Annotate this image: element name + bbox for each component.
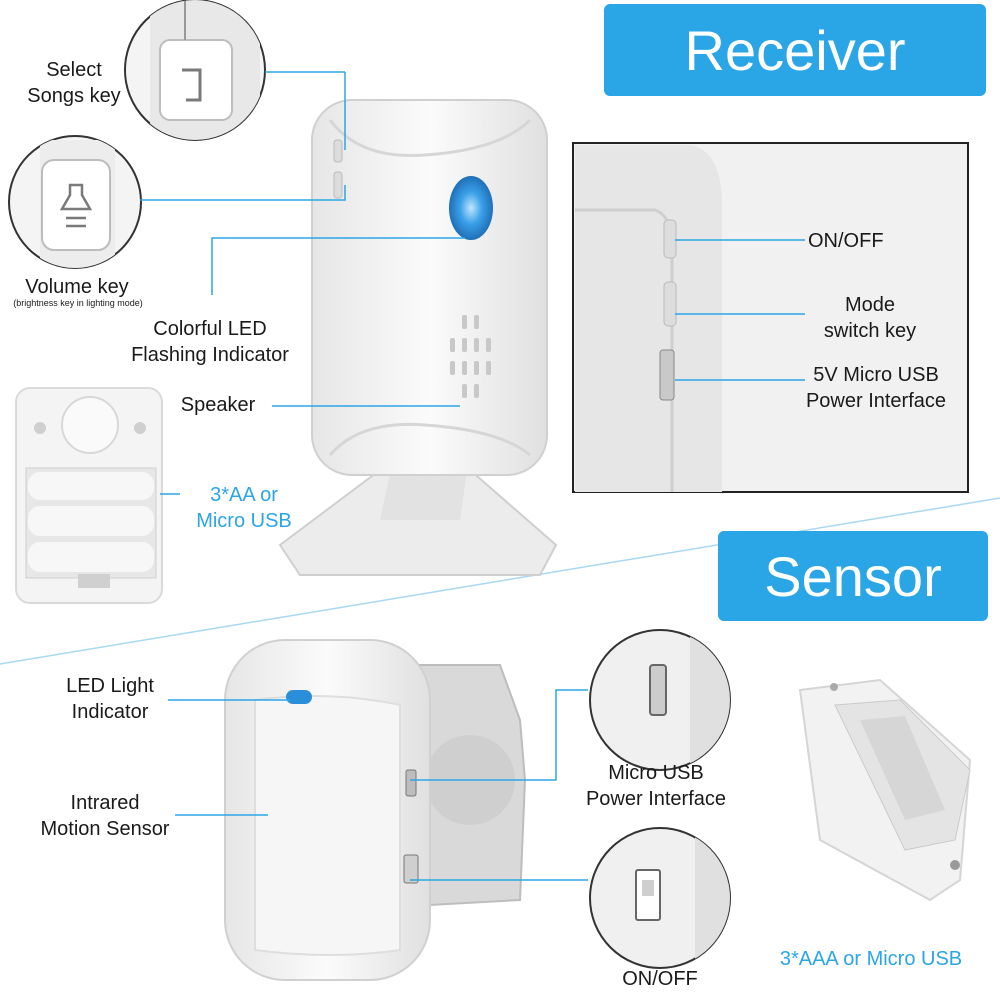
sensor-usb-label: Micro USB Power Interface	[585, 762, 727, 810]
sensor-title: Sensor	[764, 544, 942, 608]
select-songs-label: Select Songs key	[27, 59, 121, 107]
pointer-lines	[140, 71, 805, 881]
sensor-led-label: LED Light Indicator	[66, 675, 154, 723]
sensor-onoff-label: ON/OFF	[622, 968, 698, 990]
volume-key-sublabel: (brightness key in lighting mode)	[13, 298, 143, 308]
select-songs-key-zoom	[124, 0, 266, 141]
motion-sensor-label: Intrared Motion Sensor	[40, 792, 170, 840]
volume-key-label: Volume key	[25, 276, 129, 298]
speaker-label: Speaker	[180, 394, 256, 416]
mode-switch-label: Mode switch key	[823, 294, 917, 342]
sensor-battery-label: 3*AAA or Micro USB	[779, 948, 963, 970]
receiver-battery-compartment	[15, 387, 163, 604]
receiver-device	[278, 99, 558, 576]
sensor-title-pill: Sensor	[718, 531, 988, 621]
colorful-led-label: Colorful LED Flashing Indicator	[131, 318, 289, 366]
sensor-battery-compartment	[798, 678, 972, 902]
receiver-battery-label: 3*AA or Micro USB	[196, 484, 292, 532]
volume-key-zoom	[8, 135, 142, 269]
section-divider-line	[0, 497, 1000, 665]
sensor-device	[224, 639, 527, 981]
sensor-onoff-zoom	[589, 827, 731, 969]
receiver-onoff-label: ON/OFF	[808, 230, 884, 252]
receiver-title-pill: Receiver	[604, 4, 986, 96]
receiver-usb-label: 5V Micro USB Power Interface	[805, 364, 947, 412]
receiver-side-detail	[572, 142, 969, 493]
receiver-title: Receiver	[684, 18, 906, 82]
